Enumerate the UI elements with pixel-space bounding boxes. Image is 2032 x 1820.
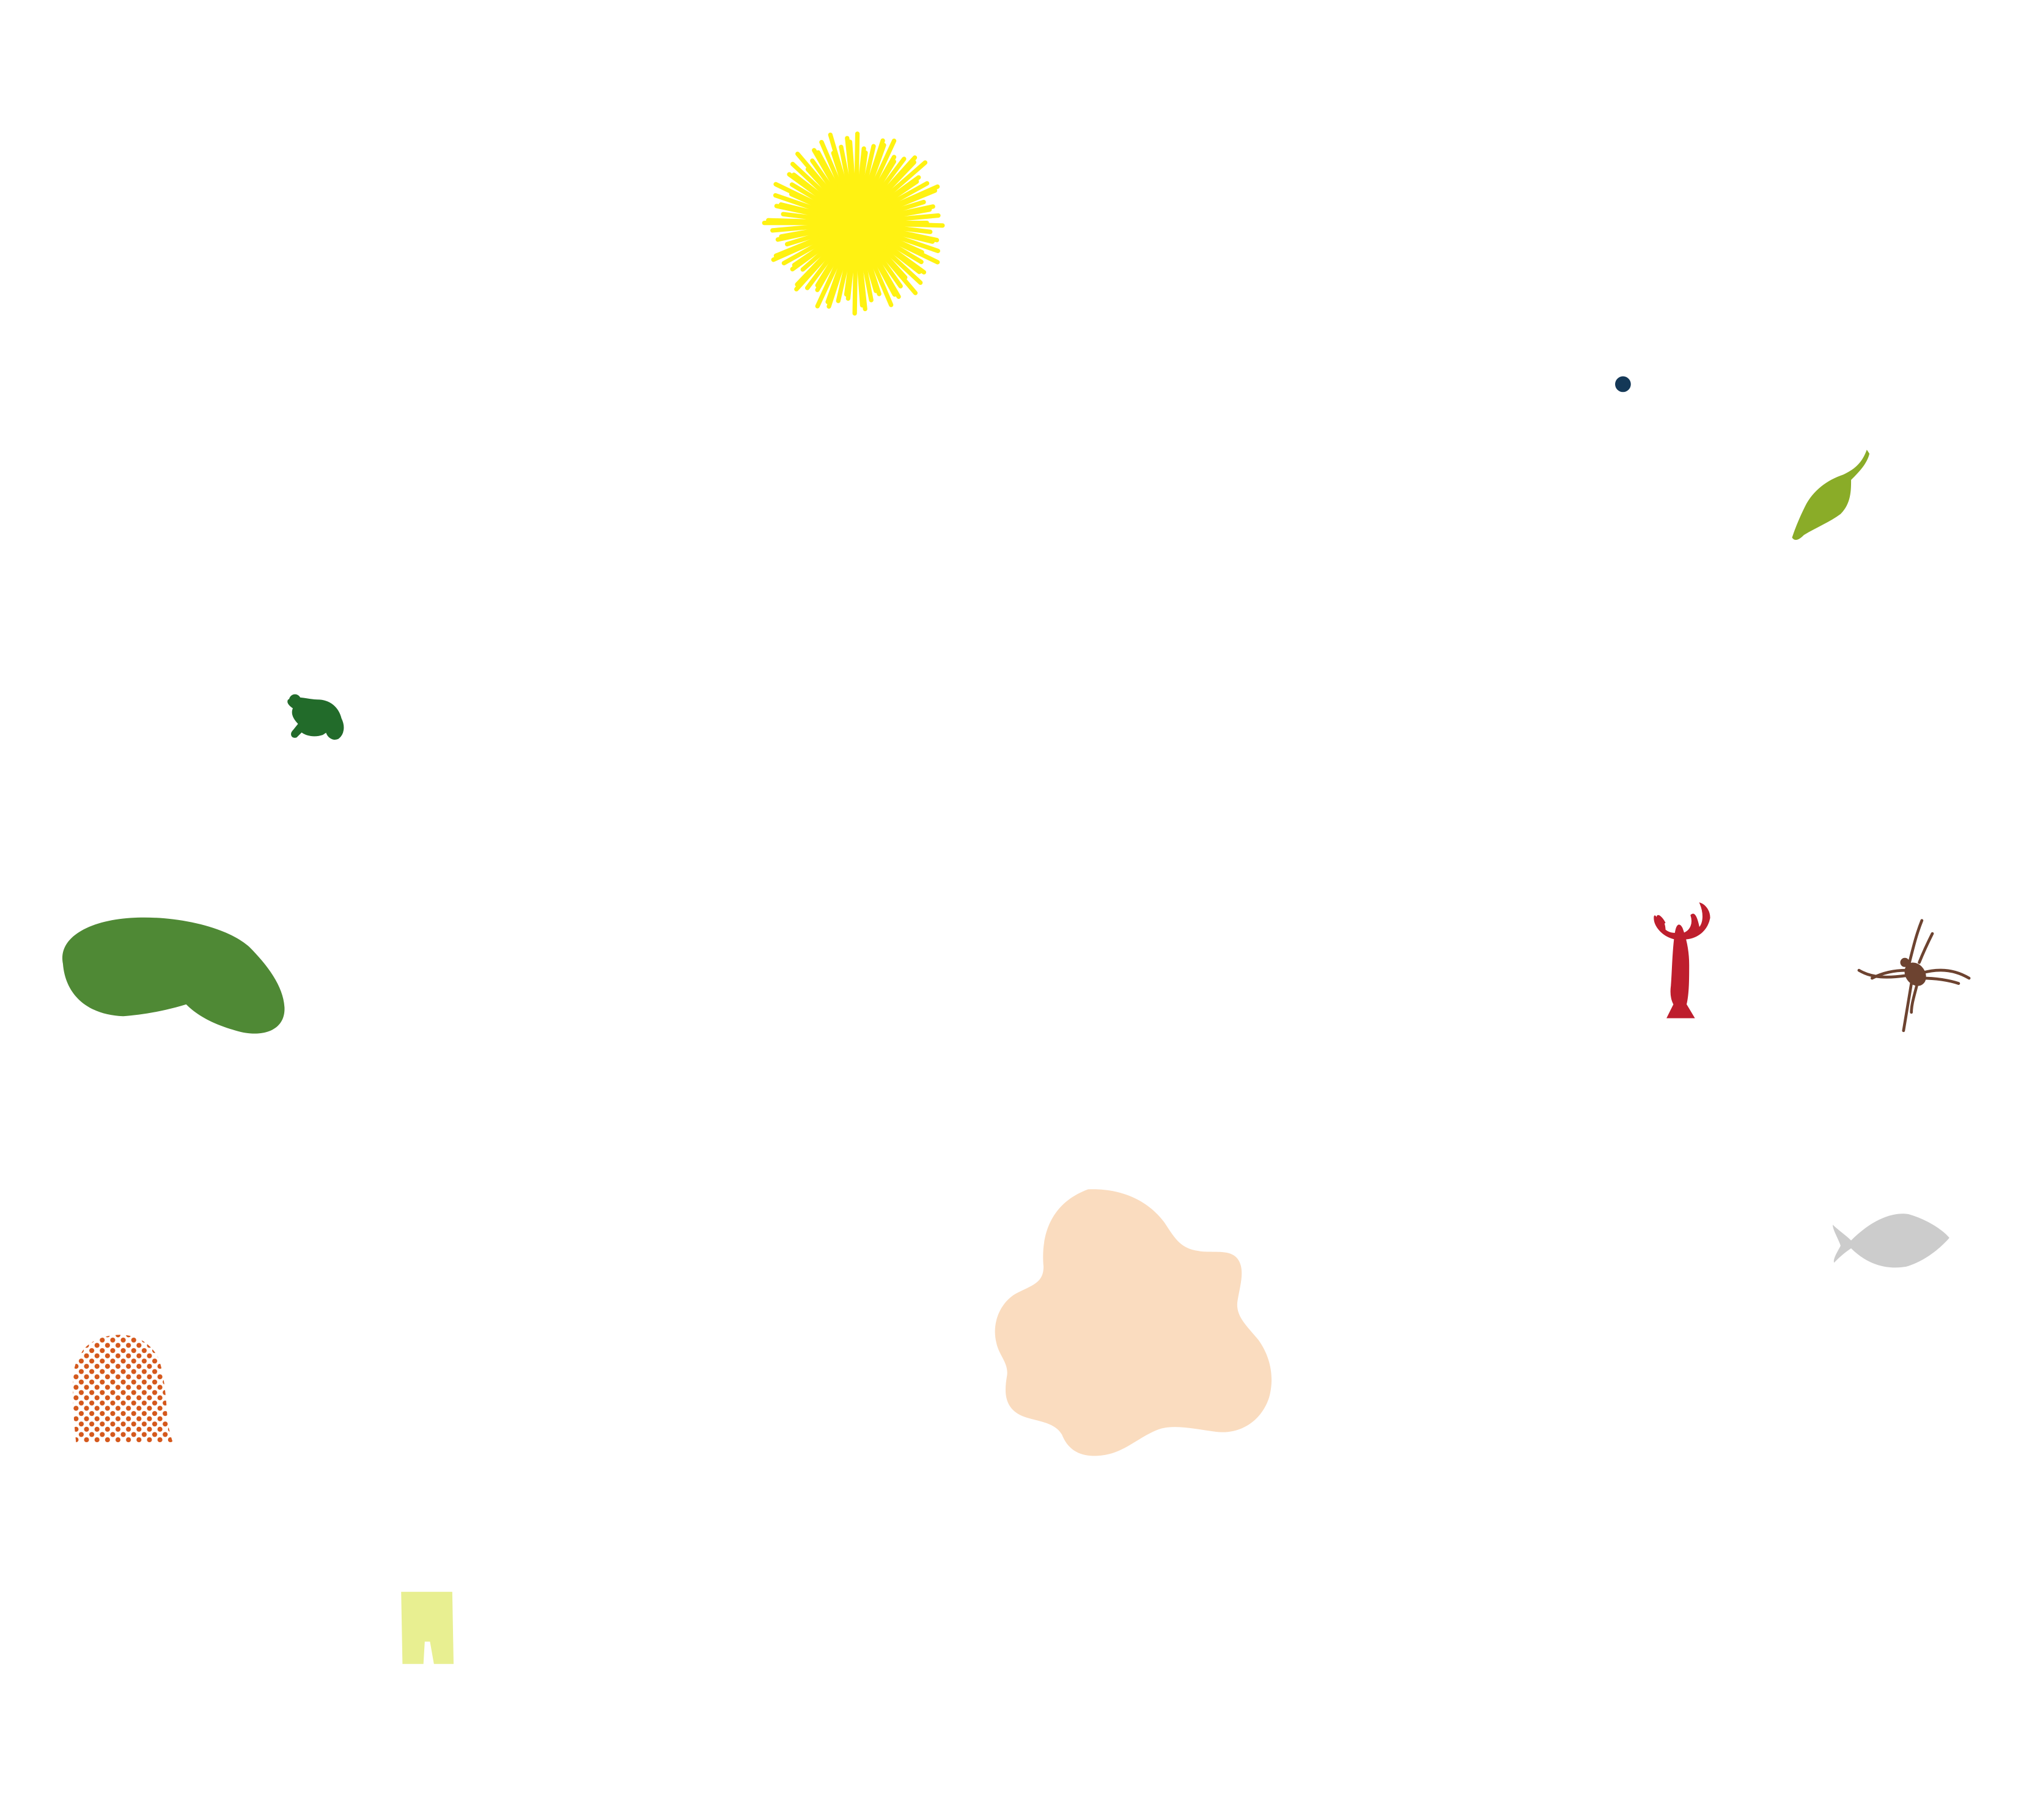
spider-leg: [1918, 932, 1934, 964]
dotted-mound-icon: [73, 1335, 174, 1443]
crayfish-icon: [1654, 902, 1710, 1019]
dot-icon: [1615, 376, 1631, 392]
water-spider-icon: [1857, 919, 1971, 1033]
dandelion-core: [815, 183, 896, 263]
spider-leg: [1871, 968, 1908, 980]
fish-icon: [1833, 1214, 1949, 1268]
sand-blob-icon: [995, 1189, 1272, 1456]
spider-leg: [1920, 976, 1960, 985]
frog-icon: [287, 694, 344, 740]
spider-leg: [1920, 968, 1971, 980]
pale-yellow-tile-icon: [401, 1591, 454, 1664]
spider-leg: [1902, 982, 1913, 1033]
leaf-icon: [1792, 449, 1870, 540]
spider-leg: [1910, 984, 1918, 1014]
lily-pad-icon: [62, 917, 285, 1034]
spider-leg: [1907, 919, 1924, 967]
spider-leg: [1857, 968, 1908, 979]
dandelion-flower-icon: [762, 131, 945, 316]
